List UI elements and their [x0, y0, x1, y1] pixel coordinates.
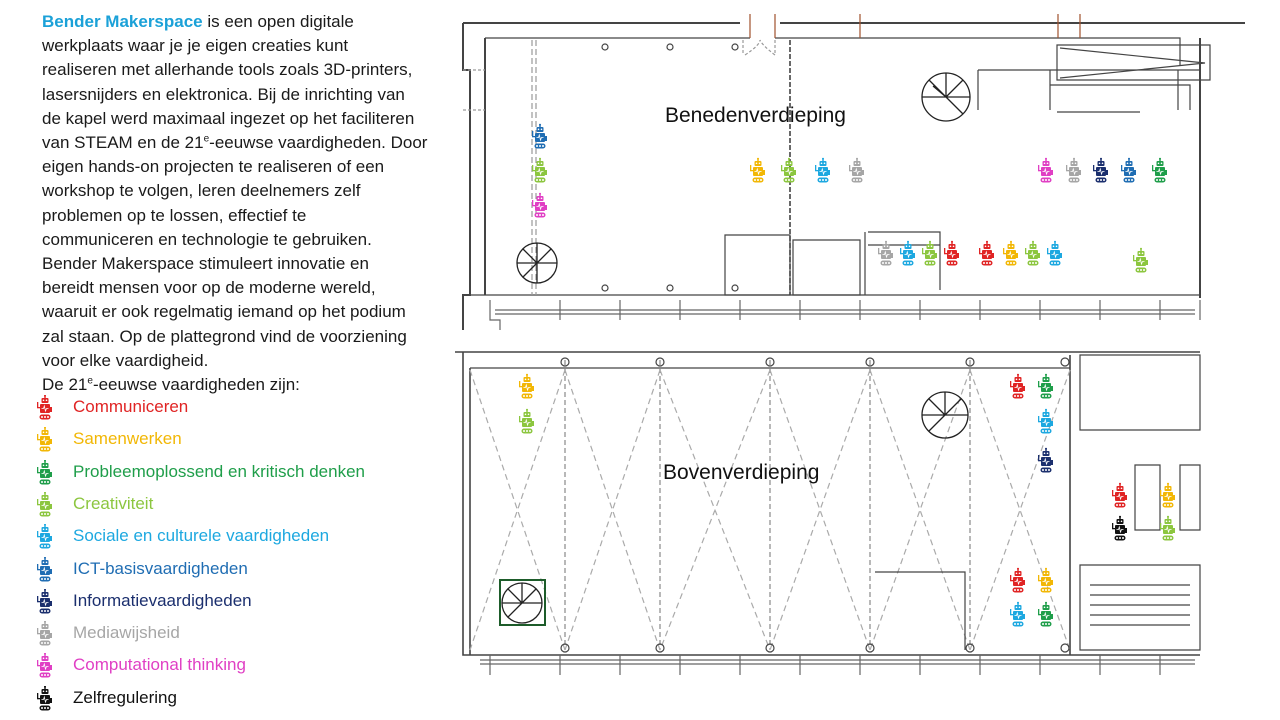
intro-text-span: e — [203, 133, 210, 145]
intro-line: problemen op te lossen, effectief te — [42, 204, 462, 228]
intro-text-span: de kapel werd maximaal ingezet op het fa… — [42, 108, 415, 128]
robot-icon-ict — [1121, 157, 1136, 183]
intro-text-span: eigen hands-on projecten te realiseren o… — [42, 157, 385, 177]
intro-text-span: Bender Makerspace stimuleert innovatie e… — [42, 254, 369, 274]
robot-icon-probleem — [1038, 601, 1053, 627]
intro-text-span: zal staan. Op de plattegrond vind de voo… — [42, 326, 407, 346]
intro-text-span: -eeuwse vaardigheden. Door — [209, 133, 428, 153]
intro-text-span: voor elke vaardigheid. — [42, 350, 209, 370]
robot-icon-sociaal — [900, 240, 915, 266]
robot-icon-communiceren — [1010, 373, 1025, 399]
legend-label: ICT-basisvaardigheden — [73, 558, 248, 578]
legend-label: Creativiteit — [73, 493, 154, 513]
robot-icon-computational — [1038, 157, 1053, 183]
robot-icon-samenwerken — [1038, 567, 1053, 593]
robot-icon-probleem — [1038, 373, 1053, 399]
legend-label: Samenwerken — [73, 429, 182, 449]
intro-text-span: workshop te volgen, leren deelnemers zel… — [42, 181, 361, 201]
robot-icon-sociaal — [1038, 408, 1053, 434]
robot-icon-samenwerken — [750, 157, 765, 183]
intro-text-span: werkplaats waar je je eigen creaties kun… — [42, 36, 349, 56]
intro-text-span: problemen op te lossen, effectief te — [42, 205, 307, 225]
legend-label: Mediawijsheid — [73, 623, 180, 643]
robot-icon-sociaal — [1047, 240, 1062, 266]
intro-text-span: lasersnijders en elektronica. Bij de inr… — [42, 84, 405, 104]
intro-line: bereidt mensen voor op de moderne wereld… — [42, 276, 462, 300]
robot-markers — [519, 123, 1175, 627]
robot-icon-samenwerken — [519, 373, 534, 399]
robot-icon-informatie — [1038, 447, 1053, 473]
ground-floor-plan — [462, 14, 1245, 330]
intro-text-span: bereidt mensen voor op de moderne wereld… — [42, 278, 376, 298]
robot-icon-samenwerken — [1003, 240, 1018, 266]
intro-text-span: is een open digitale — [202, 12, 354, 31]
legend-label: Informatievaardigheden — [73, 590, 252, 610]
robot-icon-samenwerken — [1160, 482, 1175, 508]
robot-icon-informatie — [1093, 157, 1108, 183]
robot-icon-creativiteit — [922, 240, 937, 266]
robot-icon-media — [878, 240, 893, 266]
robot-icon-creativiteit — [1133, 247, 1148, 273]
legend-label: Computational thinking — [73, 655, 246, 675]
legend-label: Probleemoplossend en kritisch denken — [73, 461, 366, 481]
intro-line: lasersnijders en elektronica. Bij de inr… — [42, 83, 462, 107]
robot-icon-zelfregulering — [1112, 515, 1127, 541]
intro-text-span: De 21 — [42, 375, 88, 395]
robot-icon-sociaal — [815, 157, 830, 183]
intro-line: De 21e-eeuwse vaardigheden zijn: — [42, 373, 462, 397]
robot-icon-creativiteit — [532, 157, 547, 183]
intro-text-span: communiceren en technologie te gebruiken… — [42, 229, 372, 249]
spiral-stair-icon — [501, 391, 969, 624]
robot-icon-probleem — [1152, 157, 1167, 183]
upper-floor-title: Bovenverdieping — [663, 461, 820, 484]
ground-floor-title: Benedenverdieping — [665, 104, 846, 127]
upper-floor-plan — [455, 351, 1201, 675]
robot-icon-creativiteit — [781, 157, 796, 183]
legend-label: Zelfregulering — [73, 687, 177, 707]
robot-icon-communiceren — [979, 240, 994, 266]
intro-line: Bender Makerspace is een open digitale — [42, 10, 462, 34]
spiral-stair-icon — [516, 72, 971, 284]
legend-label: Sociale en culturele vaardigheden — [73, 526, 330, 546]
intro-text-span: realiseren met allerhande tools zoals 3D… — [42, 60, 413, 80]
intro-line: werkplaats waar je je eigen creaties kun… — [42, 34, 462, 58]
intro-line: waaruit er ook regelmatig iemand op het … — [42, 300, 462, 324]
intro-line: de kapel werd maximaal ingezet op het fa… — [42, 107, 462, 131]
intro-text-span: e — [87, 375, 93, 387]
legend-label: Communiceren — [73, 397, 189, 416]
intro-line: voor elke vaardigheid. — [42, 349, 462, 373]
intro-line: zal staan. Op de plattegrond vind de voo… — [42, 325, 462, 349]
robot-icon-computational — [532, 192, 547, 218]
robot-icon-creativiteit — [1025, 240, 1040, 266]
robot-icon-ict — [532, 123, 547, 149]
robot-icon-sociaal — [1010, 601, 1025, 627]
intro-line: realiseren met allerhande tools zoals 3D… — [42, 58, 462, 82]
robot-icon-communiceren — [1112, 482, 1127, 508]
intro-line: eigen hands-on projecten te realiseren o… — [42, 155, 462, 179]
intro-text-span: -eeuwse vaardigheden zijn: — [92, 375, 300, 395]
robot-icon-media — [1066, 157, 1081, 183]
intro-line: van STEAM en de 21e-eeuwse vaardigheden.… — [42, 131, 462, 155]
robot-icon-creativiteit — [1160, 515, 1175, 541]
robot-icon-creativiteit — [519, 408, 534, 434]
robot-icon-media — [849, 157, 864, 183]
brand-name: Bender Makerspace — [42, 12, 203, 31]
intro-text-span: van STEAM en de 21 — [42, 133, 204, 153]
robot-icon-communiceren — [1010, 567, 1025, 593]
robot-icon-communiceren — [944, 240, 959, 266]
intro-line: communiceren en technologie te gebruiken… — [42, 228, 462, 252]
intro-text-span: waaruit er ook regelmatig iemand op het … — [42, 302, 406, 322]
intro-line: workshop te volgen, leren deelnemers zel… — [42, 179, 462, 203]
intro-line: Bender Makerspace stimuleert innovatie e… — [42, 252, 462, 276]
